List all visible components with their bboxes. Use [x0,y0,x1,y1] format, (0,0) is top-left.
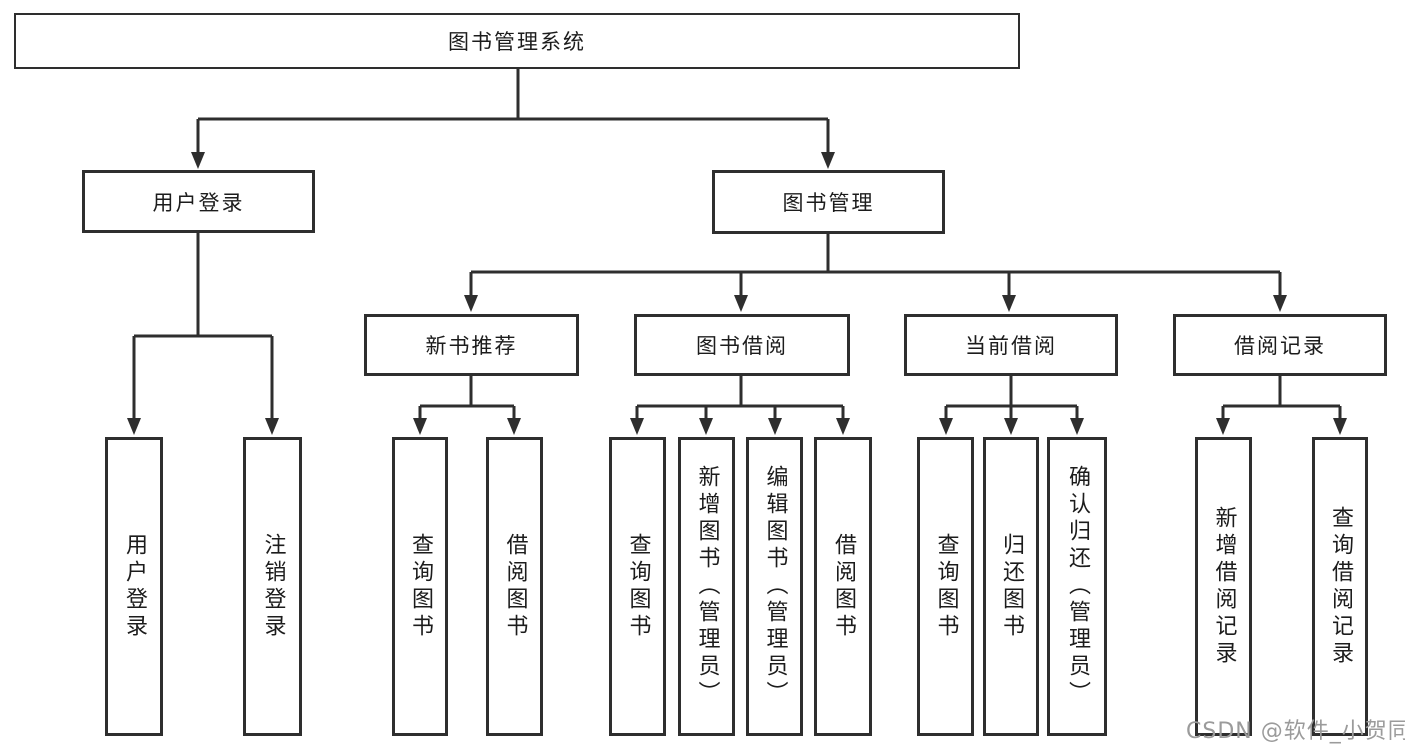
leaf-confirm-return-admin: 确认归还（管理员） [1047,437,1107,736]
leaf-borrow-books-recommend: 借阅图书 [486,437,543,736]
leaf-return-book-label: 归还图书 [999,532,1024,641]
leaf-edit-book-admin-label: 编辑图书（管理员） [762,465,788,708]
leaf-query-books-recommend-label: 查询图书 [408,532,433,641]
leaf-query-borrow-record-label: 查询借阅记录 [1328,505,1353,668]
leaf-borrow-books-recommend-label: 借阅图书 [502,532,528,641]
tree-connectors [132,69,1342,420]
leaf-borrow-books-label: 借阅图书 [831,532,856,641]
node-borrow-records-label: 借阅记录 [1234,334,1326,358]
node-root-label: 图书管理系统 [448,30,586,54]
node-new-book-recommend-label: 新书推荐 [425,334,518,358]
leaf-user-login-label: 用户登录 [122,532,147,641]
node-book-management-label: 图书管理 [782,191,875,215]
leaf-logout-label: 注销登录 [260,532,286,641]
leaf-add-book-admin-label: 新增图书（管理员） [694,465,720,708]
arrowheads [127,152,1347,435]
leaf-borrow-books: 借阅图书 [814,437,872,736]
node-new-book-recommend: 新书推荐 [364,314,579,376]
node-book-borrow: 图书借阅 [634,314,850,376]
leaf-query-borrow-record: 查询借阅记录 [1312,437,1368,736]
leaf-add-borrow-record: 新增借阅记录 [1195,437,1252,736]
node-user-login: 用户登录 [82,170,315,233]
leaf-query-books-recommend: 查询图书 [392,437,448,736]
leaf-query-books-borrow-label: 查询图书 [625,532,651,641]
leaf-user-login: 用户登录 [105,437,163,736]
node-current-borrow: 当前借阅 [904,314,1118,376]
leaf-query-books-current: 查询图书 [917,437,974,736]
node-book-management: 图书管理 [712,170,945,234]
node-borrow-records: 借阅记录 [1173,314,1387,376]
leaf-add-book-admin: 新增图书（管理员） [678,437,735,736]
leaf-return-book: 归还图书 [983,437,1039,736]
leaf-add-borrow-record-label: 新增借阅记录 [1211,505,1237,668]
node-user-login-label: 用户登录 [152,190,245,215]
node-book-borrow-label: 图书借阅 [696,334,788,358]
node-root-system: 图书管理系统 [14,13,1020,69]
leaf-query-books-borrow: 查询图书 [609,437,666,736]
leaf-logout: 注销登录 [243,437,302,736]
leaf-query-books-current-label: 查询图书 [933,532,959,641]
node-current-borrow-label: 当前借阅 [965,334,1057,358]
leaf-confirm-return-admin-label: 确认归还（管理员） [1065,465,1090,708]
csdn-watermark: CSDN @软件_小贺同学 [1186,719,1405,744]
leaf-edit-book-admin: 编辑图书（管理员） [746,437,803,736]
